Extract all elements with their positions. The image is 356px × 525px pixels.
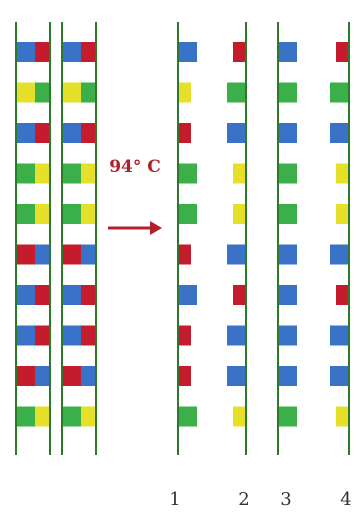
base-red — [35, 325, 49, 346]
single-stranded-dna-group — [177, 22, 350, 455]
base-red — [81, 123, 95, 143]
base-red — [81, 42, 95, 62]
base-blue — [63, 285, 81, 305]
base-blue — [227, 244, 245, 265]
base-blue — [179, 285, 197, 305]
base-green — [179, 163, 197, 184]
base-red — [63, 366, 81, 386]
base-red — [336, 285, 348, 305]
base-red — [179, 366, 191, 386]
base-yellow — [336, 406, 348, 427]
base-blue — [17, 123, 35, 143]
base-green — [17, 204, 35, 224]
base-blue — [330, 244, 348, 265]
base-blue — [63, 325, 81, 346]
strand-label-1: 1 — [169, 489, 180, 510]
strand-number-labels: 1 2 3 4 — [169, 489, 351, 510]
arrow-head — [150, 221, 162, 235]
base-blue — [17, 42, 35, 62]
base-red — [233, 285, 245, 305]
base-blue — [227, 366, 245, 386]
base-green — [279, 406, 297, 427]
base-green — [63, 204, 81, 224]
base-green — [279, 163, 297, 184]
base-blue — [279, 325, 297, 346]
denaturation-arrow-group: 94° C — [108, 157, 162, 235]
base-green — [81, 82, 95, 103]
base-blue — [17, 285, 35, 305]
base-yellow — [233, 204, 245, 224]
base-green — [63, 406, 81, 427]
base-red — [233, 42, 245, 62]
base-green — [17, 406, 35, 427]
base-blue — [279, 123, 297, 143]
base-yellow — [81, 406, 95, 427]
base-red — [81, 325, 95, 346]
base-blue — [63, 123, 81, 143]
base-yellow — [81, 204, 95, 224]
base-red — [35, 285, 49, 305]
base-blue — [330, 366, 348, 386]
base-green — [63, 163, 81, 184]
base-red — [179, 123, 191, 143]
single-strand-2 — [227, 22, 247, 455]
base-blue — [35, 366, 49, 386]
base-red — [179, 244, 191, 265]
base-blue — [63, 42, 81, 62]
single-strand-4 — [330, 22, 350, 455]
base-yellow — [179, 82, 191, 103]
base-yellow — [17, 82, 35, 103]
base-green — [279, 82, 297, 103]
base-blue — [227, 123, 245, 143]
base-green — [179, 204, 197, 224]
base-yellow — [233, 406, 245, 427]
base-green — [35, 82, 49, 103]
base-yellow — [336, 204, 348, 224]
base-blue — [35, 244, 49, 265]
base-blue — [279, 42, 297, 62]
base-red — [179, 325, 191, 346]
base-blue — [227, 325, 245, 346]
base-yellow — [336, 163, 348, 184]
base-blue — [330, 123, 348, 143]
base-blue — [330, 325, 348, 346]
base-yellow — [63, 82, 81, 103]
double-helix-1 — [15, 22, 51, 455]
base-red — [336, 42, 348, 62]
double-stranded-dna-group — [15, 22, 97, 455]
strand-label-4: 4 — [340, 489, 351, 510]
base-green — [330, 82, 348, 103]
base-red — [35, 42, 49, 62]
base-red — [63, 244, 81, 265]
strand-label-3: 3 — [280, 489, 291, 510]
strand-label-2: 2 — [238, 489, 249, 510]
base-yellow — [81, 163, 95, 184]
base-yellow — [35, 406, 49, 427]
base-red — [35, 123, 49, 143]
base-blue — [279, 366, 297, 386]
base-green — [279, 204, 297, 224]
base-red — [17, 244, 35, 265]
base-yellow — [35, 163, 49, 184]
base-blue — [81, 244, 95, 265]
base-blue — [17, 325, 35, 346]
single-strand-1 — [177, 22, 197, 455]
temperature-label: 94° C — [109, 157, 161, 177]
base-blue — [179, 42, 197, 62]
base-blue — [279, 285, 297, 305]
base-blue — [279, 244, 297, 265]
base-green — [179, 406, 197, 427]
single-strand-3 — [277, 22, 297, 455]
base-green — [17, 163, 35, 184]
base-green — [227, 82, 245, 103]
base-yellow — [233, 163, 245, 184]
double-helix-2 — [61, 22, 97, 455]
base-red — [81, 285, 95, 305]
base-red — [17, 366, 35, 386]
base-yellow — [35, 204, 49, 224]
base-blue — [81, 366, 95, 386]
